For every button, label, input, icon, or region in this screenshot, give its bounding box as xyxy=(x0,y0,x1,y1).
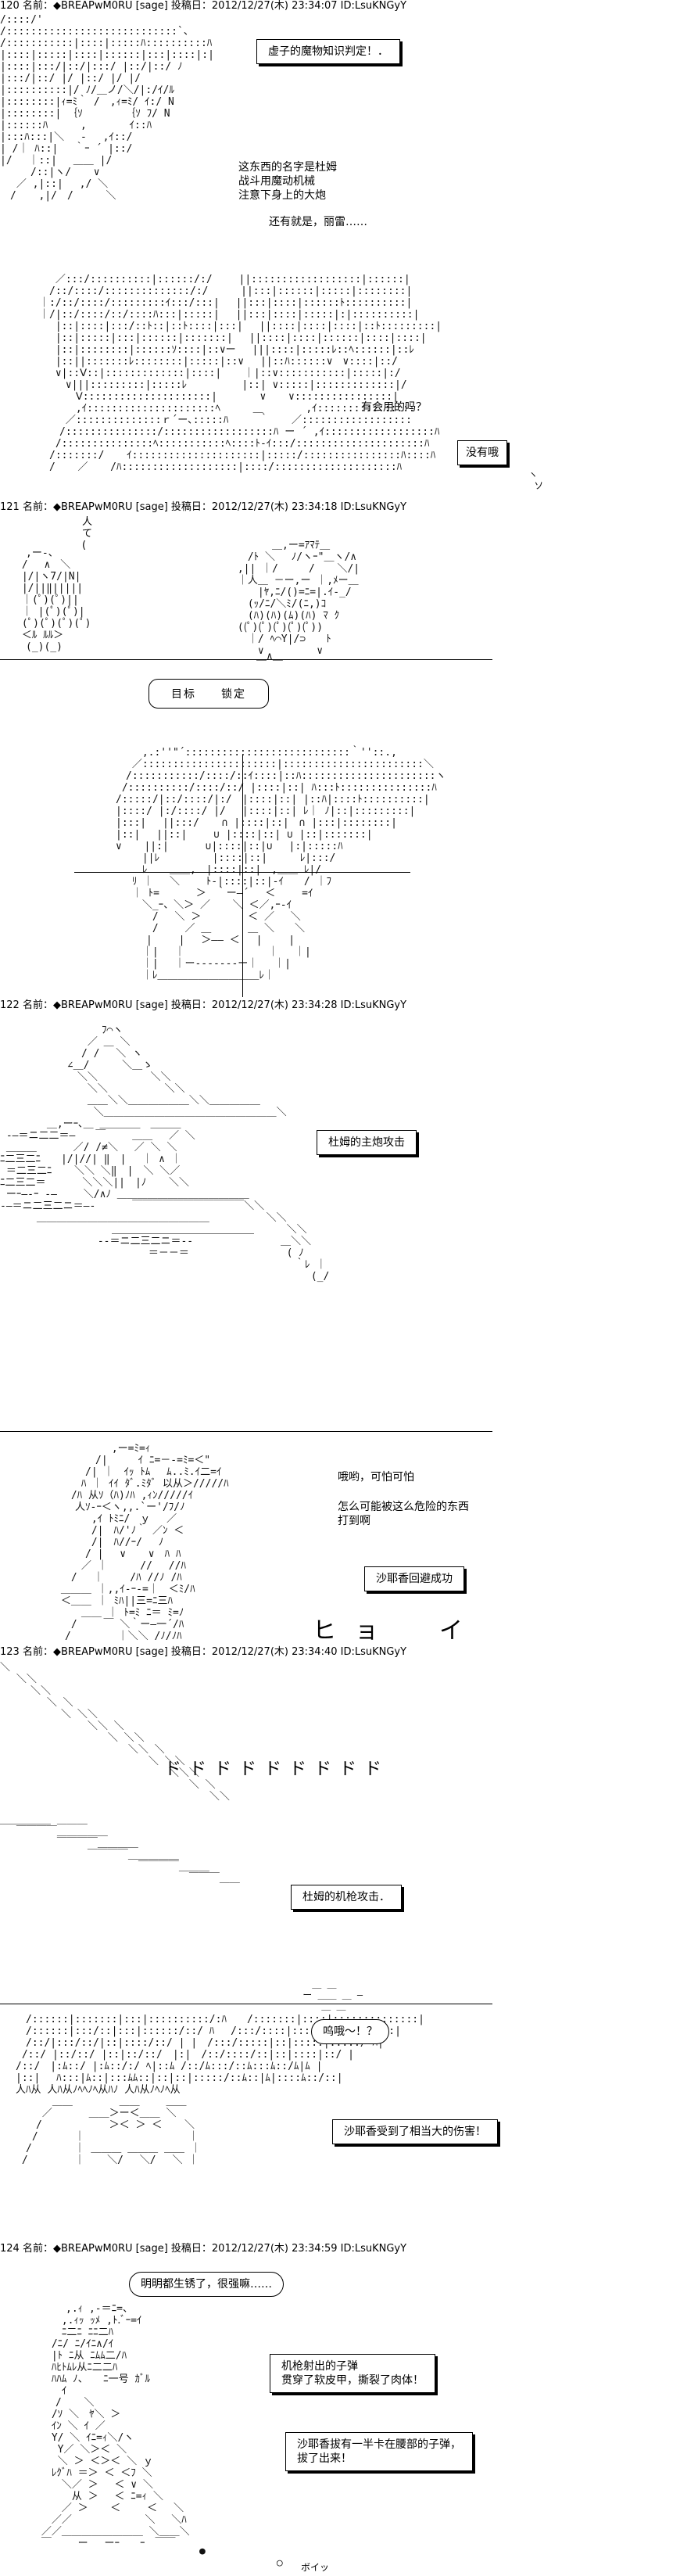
evade-success-box: 沙耶香回避成功 xyxy=(364,1566,464,1591)
pull-out-bullet-box: 沙耶香拔有一半卡在腰部的子弹， 拔了出来！ xyxy=(285,2432,473,2471)
narration-aside: 还有就是，丽雷…… xyxy=(269,216,367,228)
divider-peak: ＿∧＿ xyxy=(256,651,283,662)
section-divider xyxy=(0,659,492,660)
answer-box: 没有哦 xyxy=(457,440,507,465)
ascii-art-character-120-top: /::::/' /::::::::::::::::::::::::::::`、 … xyxy=(0,14,214,202)
shout-sfx: 人 て ( xyxy=(82,516,93,551)
ascii-art-dom-cannon: ﾌ⌒ヽ ／ ＿ ＼ / / ＼ ヽ ∠＿/ ＼＿ゝ ＼＼ ＼＼ ＼＼ ＼＼ ＿＿… xyxy=(0,1024,330,1283)
rusted-strong-bubble: 明明都生锈了，很强嘛…… xyxy=(129,2272,284,2297)
sfx-hyoi: ヒョ イ xyxy=(313,1617,481,1645)
post-header-124: 124 名前：◆BREAPwM0RU [sage] 投稿日：2012/12/27… xyxy=(0,2243,407,2255)
sayaka-line-1: 哦哟，可怕可怕 xyxy=(338,1471,414,1484)
ascii-art-machinegun-trails: ＼ ＼＼ ＼＼ ＼ ＼ ＼ ＼＼ ＼＼ ＼ ＼ ＼＼ ＼＼ ＼ ＼ ＼＼ ＼＼＼… xyxy=(0,1662,240,1885)
ascii-art-sayaka-bullet: ,.ｨ ,-＝ﾆ=、 ,.ｨｯ ｯﾒ ,ﾄ.ﾞｰ=ｲ ﾆ二ﾆ ﾆﾆ二ﾊ /ﾆ/ … xyxy=(41,2303,190,2549)
bullet-circles: ● ○ xyxy=(199,2546,283,2569)
answer-box-tail: ヽ ソ xyxy=(528,469,544,491)
ascii-art-sayaka-evade: ,ー=ﾐ=ｨ /| ｲ ﾆ=－‐=ﾐ=＜" /| ｜ ｲｯ ﾄﾑ ﾑ..ﾐ.ｲ二… xyxy=(60,1443,229,1642)
sayaka-cry-bubble: 呜哦～！？ xyxy=(311,2019,389,2044)
ascii-art-robot-head-121: ＿,ー=ｱﾏﾃ＿ /ﾄ ＼ ﾉ/ヽｰ"＿ヽ/∧ ,|| ｜/ / ＼/| ｜人＿… xyxy=(237,540,360,657)
machinegun-attack-box: 杜姆的机枪攻击． xyxy=(291,1885,402,1910)
question-text: 有会用的吗？ xyxy=(361,401,427,414)
narration-dom-name: 这东西的名字是杜姆 战斗用魔动机械 注意下身上的大炮 xyxy=(238,161,337,202)
heavy-damage-box: 沙耶香受到了相当大的伤害！ xyxy=(332,2119,498,2144)
crosshair-vertical xyxy=(242,755,243,997)
target-lock-box: 目标 锁定 xyxy=(149,679,269,709)
section-divider-2 xyxy=(0,1431,492,1432)
ascii-art-small-characters-121: ,ー‐、 / ∧ ＼ |/|ヽ7/|N| |/||‖||||| ｜(ﾟ)(ﾟ)|… xyxy=(21,547,91,653)
bullet-pierce-box: 机枪射出的子弹 贯穿了软皮甲，撕裂了肉体！ xyxy=(270,2354,435,2393)
dom-main-cannon-box: 杜姆的主炮攻击 xyxy=(317,1130,417,1155)
magic-knowledge-box: 虚子的魔物知识判定！． xyxy=(256,39,400,64)
post-header-122: 122 名前：◆BREAPwM0RU [sage] 投稿日：2012/12/27… xyxy=(0,999,407,1011)
sayaka-line-2: 怎么可能被这么危险的东西 打到啊 xyxy=(338,1501,469,1527)
sfx-boi: ボイッ xyxy=(301,2562,330,2573)
post-header-123: 123 名前：◆BREAPwM0RU [sage] 投稿日：2012/12/27… xyxy=(0,1646,407,1658)
ascii-art-debris: ＿ ＿ ー ＿＿ ＿ ― ＿ ＿ xyxy=(302,1979,363,2011)
ascii-art-target-character: ,.:''"´:::::::::::::::::::::::::::｀''::.… xyxy=(116,747,446,981)
ascii-art-characters-120-bottom: ／:::/::::::::::|::::::/:/ ||::::::::::::… xyxy=(39,274,442,473)
sfx-dododo: ドドドドドドドドド xyxy=(164,1760,390,1779)
post-header-120: 120 名前：◆BREAPwM0RU [sage] 投稿日：2012/12/27… xyxy=(0,0,407,12)
post-header-121: 121 名前：◆BREAPwM0RU [sage] 投稿日：2012/12/27… xyxy=(0,501,407,513)
